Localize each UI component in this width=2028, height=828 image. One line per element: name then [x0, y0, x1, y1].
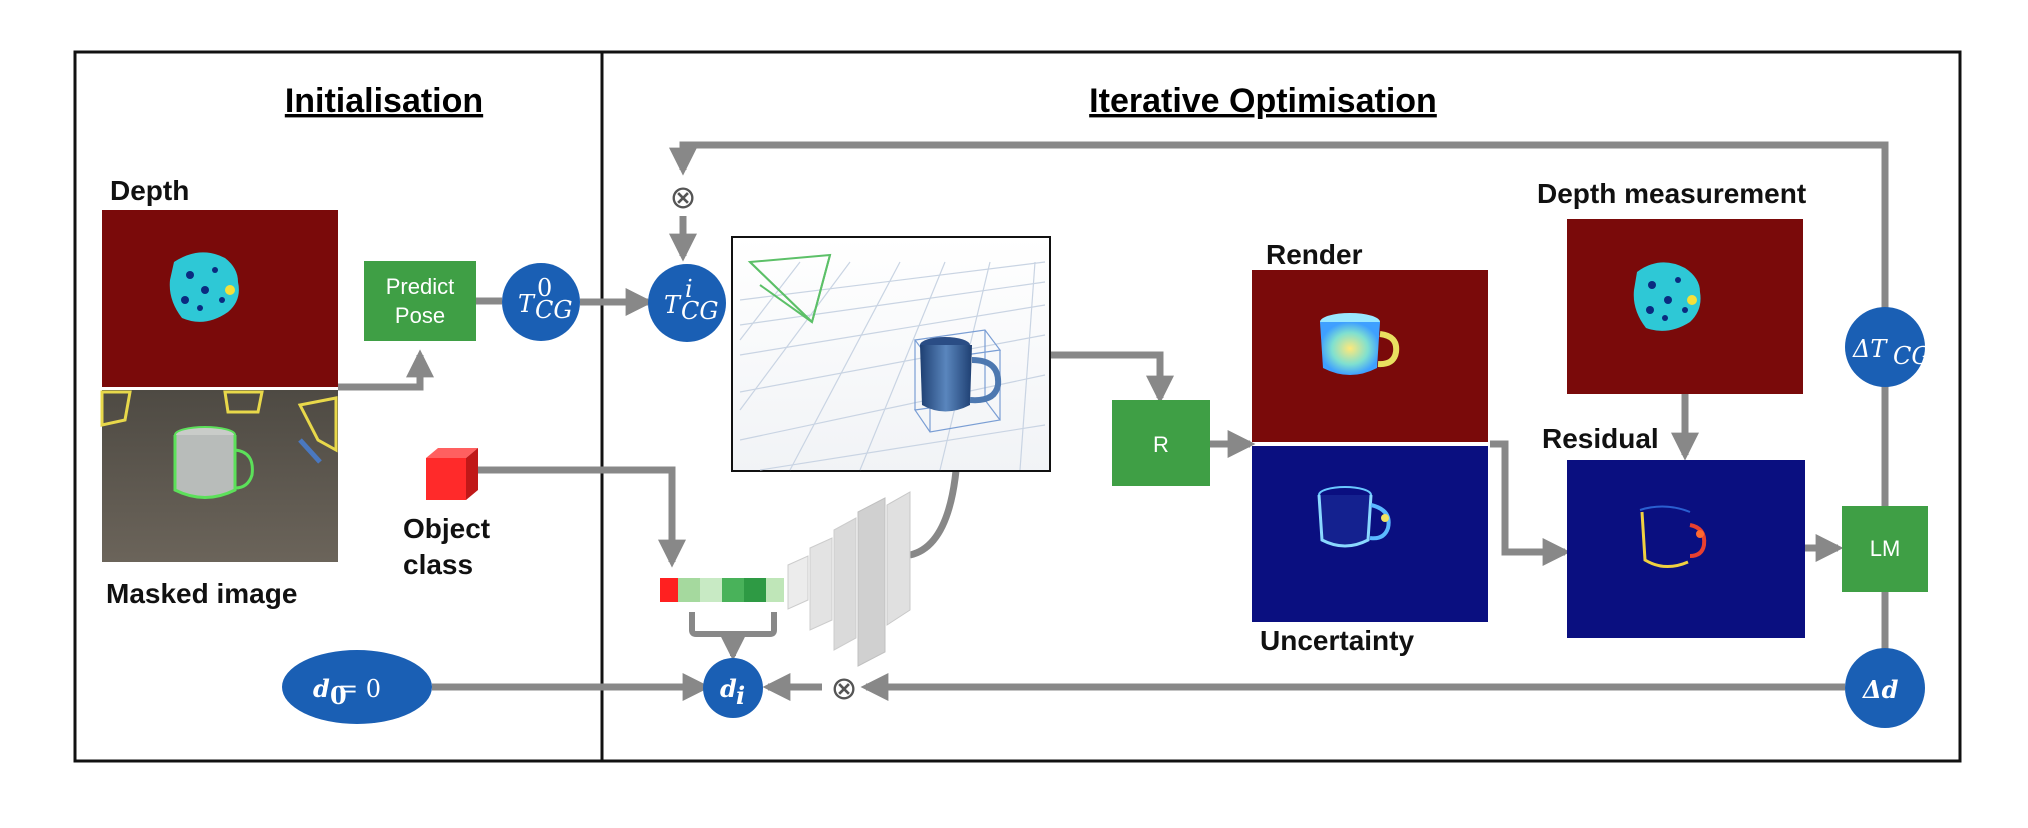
render-label: Render	[1266, 239, 1363, 270]
uncertainty-image	[1252, 446, 1488, 622]
svg-text:0: 0	[330, 681, 347, 710]
svg-text:d: d	[313, 674, 330, 703]
depth-measurement-image	[1567, 219, 1803, 394]
initialisation-title: Initialisation	[285, 82, 483, 120]
svg-text:T: T	[518, 290, 536, 318]
feedback-arrow-top	[669, 141, 1889, 326]
svg-text:LM: LM	[1870, 536, 1901, 561]
delta-d-node: Δd	[1845, 648, 1925, 728]
iterative-optimisation-title: Iterative Optimisation	[1089, 82, 1437, 120]
svg-text:CG: CG	[681, 297, 719, 325]
otimes-top: ⊗	[670, 179, 697, 215]
outer-frame	[73, 50, 1962, 763]
latent-cell-2	[700, 578, 722, 602]
latent-bracket	[689, 612, 777, 637]
object-class-cube	[426, 448, 478, 500]
residual-label: Residual	[1542, 423, 1659, 454]
object-class-label-line2: class	[403, 549, 473, 580]
svg-text:d: d	[720, 674, 737, 703]
object-to-latent-arrow	[478, 466, 686, 568]
latent-code-bar	[660, 578, 784, 602]
render-image	[1252, 270, 1488, 442]
object-class-label-line1: Object	[403, 513, 490, 544]
svg-text:ΔT: ΔT	[1852, 335, 1888, 363]
svg-text:i: i	[736, 681, 745, 710]
masked-image-label: Masked image	[106, 578, 297, 609]
svg-text:R: R	[1153, 432, 1169, 457]
render-to-residual-arrow	[1490, 440, 1571, 566]
di-node: d i	[703, 658, 763, 718]
depth-measurement-label: Depth measurement	[1537, 178, 1806, 209]
latent-cell-4	[744, 578, 766, 602]
ti-node: T i CG	[648, 264, 726, 342]
latent-cell-0	[660, 578, 678, 602]
residual-image	[1567, 460, 1805, 638]
latent-cell-1	[678, 578, 700, 602]
scene-to-renderer-arrow	[1050, 351, 1174, 404]
svg-text:CG: CG	[1893, 342, 1931, 370]
uncertainty-label: Uncertainty	[1260, 625, 1414, 656]
svg-text:Predict: Predict	[386, 274, 454, 299]
scene-panel	[731, 236, 1051, 472]
image-to-predict-arrow	[338, 349, 434, 391]
latent-cell-3	[722, 578, 744, 602]
lm-box: LM	[1842, 506, 1928, 592]
renderer-box: R	[1112, 400, 1210, 486]
delta-t-node: ΔT CG	[1845, 307, 1931, 387]
otimes-bottom: ⊗	[831, 670, 858, 706]
latent-cell-5	[766, 578, 784, 602]
svg-text:Δd: Δd	[1862, 675, 1899, 704]
depth-label: Depth	[110, 175, 189, 206]
predict-pose-box: Predict Pose	[364, 261, 476, 341]
svg-text:= 0: = 0	[338, 675, 381, 703]
svg-text:0: 0	[537, 274, 552, 302]
d0-node: d 0 = 0	[282, 650, 432, 724]
svg-text:T: T	[664, 291, 682, 319]
svg-text:i: i	[685, 275, 693, 303]
svg-text:Pose: Pose	[395, 303, 445, 328]
decoder-network	[787, 491, 911, 667]
svg-text:CG: CG	[535, 296, 573, 324]
t0-node: T 0 CG	[502, 263, 580, 341]
depth-image	[102, 210, 338, 387]
masked-image	[100, 390, 338, 562]
